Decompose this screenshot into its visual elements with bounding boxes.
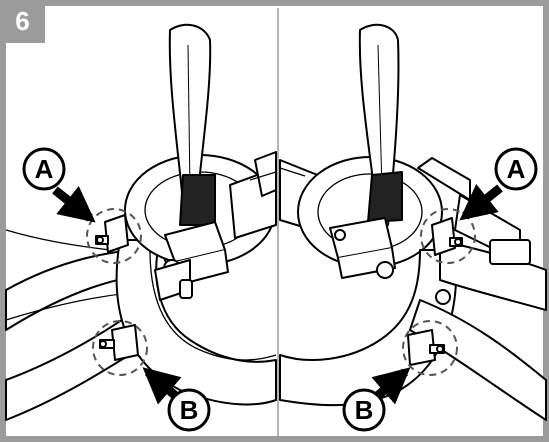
left-callout-a-label: A xyxy=(35,154,54,184)
right-callout-a-highlight xyxy=(420,208,476,264)
right-callout-a-circle xyxy=(494,147,538,191)
right-callout-a-label: A xyxy=(507,154,526,184)
step-number-badge: 6 xyxy=(15,6,30,36)
step-badge-background xyxy=(0,0,45,43)
right-callout-b-circle xyxy=(342,388,386,432)
right-arrow-b xyxy=(371,367,411,405)
right-callout-b-label: B xyxy=(355,395,374,425)
left-panel-drawing xyxy=(5,23,277,421)
right-callout-b-highlight xyxy=(402,320,458,376)
left-callout-b-label: B xyxy=(180,395,199,425)
right-arrow-a xyxy=(459,183,503,221)
left-callout-a-circle xyxy=(22,147,66,191)
right-panel-drawing xyxy=(279,23,547,421)
left-callout-b-circle xyxy=(167,388,211,432)
left-callout-a-highlight xyxy=(86,208,142,264)
left-arrow-b xyxy=(142,367,182,405)
left-callout-b-highlight xyxy=(92,320,148,376)
left-arrow-a xyxy=(52,185,96,223)
